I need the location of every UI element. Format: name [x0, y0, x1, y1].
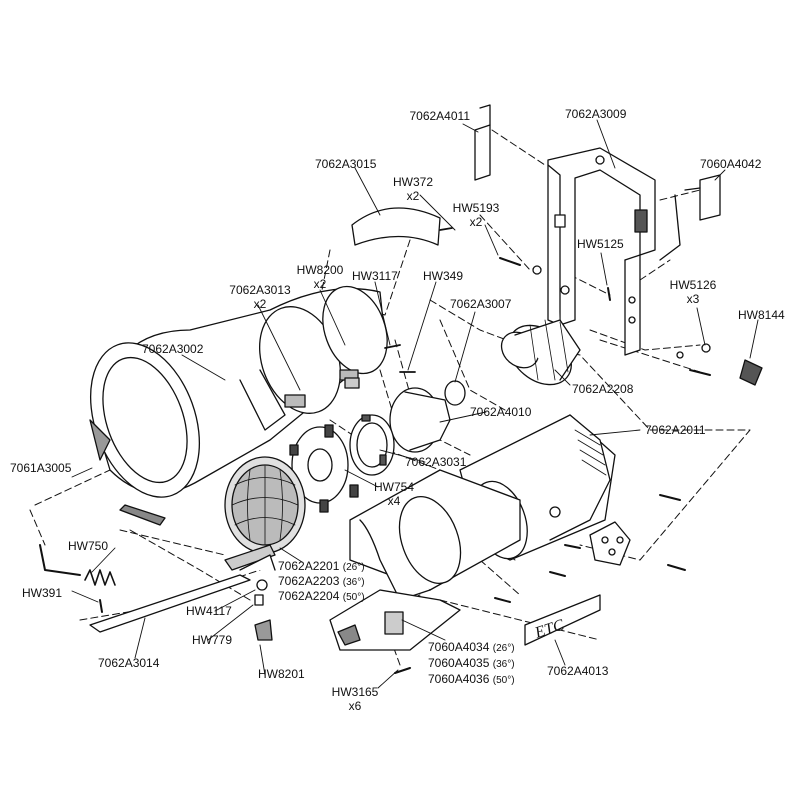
clip-ring-part: [349, 414, 395, 476]
label-hw5126: HW5126: [669, 278, 717, 292]
label-hw754-qty: x4: [387, 494, 401, 508]
label-7062A2203: 7062A2203 (36°): [278, 574, 365, 589]
label-7062A4010: 7062A4010: [470, 405, 532, 419]
label-hw3165: HW3165: [331, 685, 379, 699]
label-7062A3002: 7062A3002: [142, 342, 204, 356]
label-7062A3013-qty: x2: [253, 297, 267, 311]
label-7062A3014: 7062A3014: [98, 656, 160, 670]
top-shroud-part: [351, 207, 441, 246]
label-7062A4011: 7062A4011: [409, 109, 470, 123]
label-7062A3007: 7062A3007: [450, 297, 512, 311]
label-hw779: HW779: [192, 633, 233, 647]
label-7060A4036: 7060A4036 (50°): [428, 672, 515, 687]
label-7060A4042: 7060A4042: [700, 157, 762, 171]
label-hw3165-qty: x6: [348, 699, 362, 713]
lens-part: [224, 456, 306, 554]
spring-part: [84, 569, 116, 586]
handle-rod-part: [39, 544, 81, 576]
label-7061A3005: 7061A3005: [10, 461, 72, 475]
leader-lines: [71, 119, 759, 689]
label-7062A3013: 7062A3013: [229, 283, 291, 297]
bottom-shell-part: [329, 589, 461, 651]
lamp-housing-part: [500, 319, 581, 386]
label-7062A2201: 7062A2201 (26°): [278, 559, 365, 574]
label-hw5126-qty: x3: [686, 292, 700, 306]
lens-disc-part: [289, 424, 359, 513]
label-hw8200-qty: x2: [313, 277, 327, 291]
label-7062A4013: 7062A4013: [547, 664, 609, 678]
label-7060A4035: 7060A4035 (36°): [428, 656, 515, 671]
label-hw391: HW391: [22, 586, 63, 600]
label-hw5193: HW5193: [452, 201, 500, 215]
ring-part: [444, 380, 466, 406]
reflector-part: [389, 387, 451, 453]
label-hw372: HW372: [392, 175, 433, 189]
label-7062A2011: 7062A2011: [645, 423, 706, 437]
yoke-part: [547, 147, 656, 356]
label-hw4117: HW4117: [186, 604, 232, 618]
fasteners: [99, 227, 763, 674]
label-hw5125: HW5125: [577, 237, 624, 251]
label-plates: [474, 104, 721, 261]
middle-body-part: [349, 469, 521, 601]
label-hw8144: HW8144: [738, 308, 785, 322]
logo-plate-part: [524, 594, 601, 646]
label-7060A4034: 7060A4034 (26°): [428, 640, 515, 655]
bottom-bracket-part: [89, 544, 276, 633]
label-hw372-qty: x2: [406, 189, 420, 203]
label-hw754: HW754: [373, 480, 414, 494]
label-7062A3015: 7062A3015: [315, 157, 377, 171]
label-hw349: HW349: [423, 269, 464, 283]
label-7062A2208: 7062A2208: [572, 382, 634, 396]
front-barrel-housing: [89, 285, 388, 526]
label-hw8201: HW8201: [258, 667, 305, 681]
label-7062A3009: 7062A3009: [565, 107, 627, 121]
label-hw8200: HW8200: [296, 263, 344, 277]
rear-cap-part: [549, 506, 631, 566]
label-hw750: HW750: [68, 539, 109, 553]
label-7062A3031: 7062A3031: [405, 455, 467, 469]
label-7062A2204: 7062A2204 (50°): [278, 589, 365, 604]
label-hw5193-qty: x2: [469, 215, 483, 229]
label-hw3117: HW3117: [352, 269, 398, 283]
